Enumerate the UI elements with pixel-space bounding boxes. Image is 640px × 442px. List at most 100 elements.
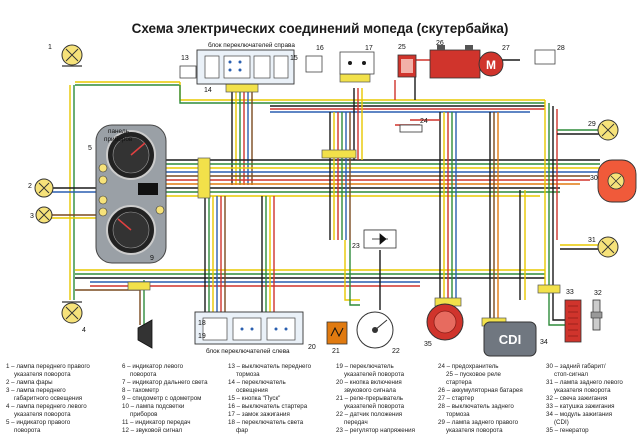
legend-line: габаритного освещения [14, 395, 82, 402]
voltage-regulator [363, 229, 397, 249]
label-14: 14 [204, 87, 212, 94]
legend-line: 24 – предохранитель [438, 363, 499, 370]
legend-col-5: 24 – предохранитель 25 – пусковое реле с… [438, 363, 523, 434]
legend-line: 35 – генератор [546, 427, 589, 434]
legend-line: указателя поворота [14, 411, 71, 418]
legend-line: 10 – лампа подсветки [122, 403, 185, 410]
legend-line: 34 – модуль зажигания [546, 411, 612, 418]
legend-line: указателей поворота [344, 403, 405, 410]
generator [426, 303, 464, 341]
label-13: 13 [181, 55, 189, 62]
label-32: 32 [594, 290, 602, 297]
rear-right-turn-lamp [597, 119, 619, 141]
legend-line: 21 – реле-прерыватель [336, 395, 403, 402]
legend-col-3: 13 – выключатель переднего тормоза 14 – … [228, 363, 312, 434]
left-switch-caption: блок переключателей слева [206, 347, 290, 355]
diagram-title: Схема электрических соединений мопеда (с… [132, 21, 509, 36]
legend-line: указателя поворота [554, 387, 611, 394]
label-3: 3 [30, 213, 34, 220]
legend-line: стартера [446, 379, 472, 386]
gear-position-sensor [356, 311, 394, 349]
label-34: 34 [540, 339, 548, 346]
legend-line: 17 – замок зажигания [228, 411, 290, 418]
front-brake-switch [179, 65, 197, 79]
label-33: 33 [566, 289, 574, 296]
legend-line: 20 – кнопка включения [336, 379, 402, 386]
legend-col-2: 6 – индикатор левого поворота 7 – индика… [122, 363, 208, 434]
legend-line: 19 – переключатель [336, 363, 394, 370]
label-20: 20 [308, 344, 316, 351]
label-25: 25 [398, 44, 406, 51]
label-15: 15 [290, 55, 298, 62]
turn-signal-relay [326, 321, 348, 345]
legend-line: 23 – регулятор напряжения [336, 427, 415, 434]
legend-line: 28 – выключатель заднего [438, 403, 514, 410]
legend-line: 27 – стартер [438, 395, 475, 402]
legend-line: 18 – переключатель света [228, 419, 304, 426]
legend-line: 13 – выключатель переднего [228, 363, 312, 370]
label-27: 27 [502, 45, 510, 52]
starter-motor: M [478, 51, 504, 77]
legend-line: 1 – лампа переднего правого [6, 363, 90, 370]
legend-line: передач [344, 419, 368, 426]
legend-col-1: 1 – лампа переднего правого указателя по… [6, 363, 90, 434]
legend-line: 25 – пусковое реле [446, 371, 502, 378]
legend-line: указателей поворота [344, 371, 405, 378]
label-31: 31 [588, 237, 596, 244]
legend-line: поворота [130, 371, 157, 378]
legend-line: 4 – лампа переднего левого [6, 403, 87, 410]
label-1: 1 [48, 44, 52, 51]
legend-line: 8 – тахометр [122, 387, 159, 394]
label-16: 16 [316, 45, 324, 52]
tail-stop-lamp [597, 159, 637, 203]
horn [137, 319, 153, 349]
label-26: 26 [436, 40, 444, 47]
battery [429, 45, 481, 79]
legend-line: 3 – лампа переднего [6, 387, 66, 394]
legend-line: (CDI) [554, 419, 569, 426]
legend-col-6: 30 – задний габарит/ стоп-сигнал 31 – ла… [546, 363, 623, 434]
label-9: 9 [150, 255, 154, 262]
rear-brake-switch [534, 49, 556, 65]
spark-plug [590, 299, 603, 331]
label-4: 4 [82, 327, 86, 334]
legend-line: 32 – свеча зажигания [546, 395, 607, 402]
front-right-turn-lamp [61, 44, 83, 67]
legend-line: 16 – выключатель стартера [228, 403, 308, 410]
legend-line: 7 – индикатор дальнего света [122, 379, 208, 386]
legend-line: 26 – аккумуляторная батарея [438, 387, 523, 394]
legend-col-4: 19 – переключатель указателей поворота 2… [336, 363, 415, 434]
label-30: 30 [590, 175, 598, 182]
label-19: 19 [198, 333, 206, 340]
cdi-text: CDI [499, 332, 521, 347]
left-switch-block [194, 311, 304, 345]
fuse [399, 124, 423, 133]
label-17: 17 [365, 45, 373, 52]
label-23: 23 [352, 243, 360, 250]
legend-line: 2 – лампа фары [6, 379, 53, 386]
legend-line: 5 – индикатор правого [6, 419, 71, 426]
label-5: 5 [88, 145, 92, 152]
label-18: 18 [198, 320, 206, 327]
cdi-module: CDI [483, 321, 537, 357]
label-2: 2 [28, 183, 32, 190]
wire-harness [48, 59, 600, 326]
ignition-coil [564, 299, 582, 343]
legend-line: поворота [14, 427, 41, 434]
right-switch-caption: блок переключателей справа [208, 41, 295, 49]
legend-line: 29 – лампа заднего правого [438, 419, 519, 426]
legend-line: 12 – звуковой сигнал [122, 427, 183, 434]
rear-left-turn-lamp [597, 236, 619, 258]
legend-line: фар [236, 427, 249, 434]
legend-line: 15 – кнопка "Пуск" [228, 395, 280, 402]
svg-text:M: M [486, 58, 496, 72]
headlight-lamp [34, 178, 54, 198]
front-left-turn-lamp [61, 301, 83, 324]
legend-line: 9 – спидометр с одометром [122, 395, 201, 402]
legend-line: звукового сигнала [344, 387, 397, 394]
legend-line: приборов [130, 411, 158, 418]
legend-line: 31 – лампа заднего левого [546, 379, 623, 386]
label-24: 24 [420, 118, 428, 125]
legend: 1 – лампа переднего правого указателя по… [6, 363, 623, 434]
label-29: 29 [588, 121, 596, 128]
